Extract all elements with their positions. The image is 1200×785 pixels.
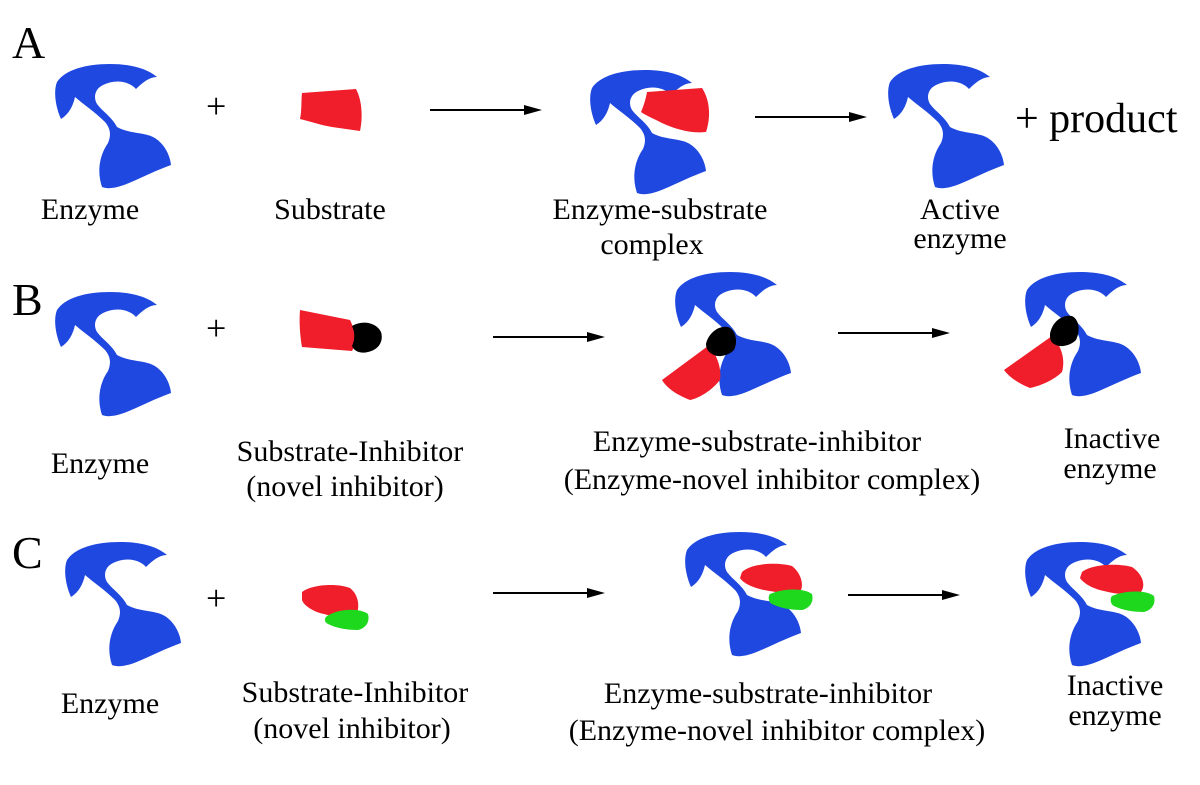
enzyme-label: Enzyme <box>51 447 149 480</box>
plus-sign: + <box>206 578 226 618</box>
panel-b-letter: B <box>12 274 43 325</box>
result-label-line-1: Inactive <box>1067 669 1164 702</box>
panel-c: C + Enzyme Substrate-Inhibitor (novel in… <box>12 527 1163 747</box>
green-inhibitor-icon <box>324 609 369 630</box>
substrate-label: Substrate <box>274 193 386 226</box>
arrow-icon <box>492 331 606 343</box>
complex-label-line-2: (Enzyme-novel inhibitor complex) <box>569 714 986 747</box>
substrate-icon <box>299 310 355 351</box>
enzyme-icon <box>55 292 171 417</box>
reagent-label-line-1: Substrate-Inhibitor <box>242 676 469 709</box>
result-label-line-2: enzyme <box>913 222 1006 255</box>
substrate-icon <box>300 89 362 131</box>
enzyme-label: Enzyme <box>41 193 139 226</box>
panel-b: B + Enzyme Substrate-Inhibitor (novel in… <box>12 272 1160 503</box>
enzyme-icon <box>55 64 171 189</box>
complex-label-line-1: Enzyme-substrate-inhibitor <box>593 425 921 458</box>
product-label: + product <box>1015 96 1178 142</box>
reagent-label-line-2: (novel inhibitor) <box>246 470 443 503</box>
reagent-label-line-2: (novel inhibitor) <box>253 712 450 745</box>
complex-label-line-1: Enzyme-substrate <box>553 193 768 226</box>
result-label-line-2: enzyme <box>1063 452 1156 485</box>
complex-label-line-2: (Enzyme-novel inhibitor complex) <box>564 463 981 496</box>
black-inhibitor-icon <box>352 322 382 353</box>
panel-a: A + + product Enzyme Substrate Enzyme-su… <box>12 17 1178 261</box>
green-inhibitor-icon <box>768 589 813 610</box>
result-label-line-1: Inactive <box>1064 422 1161 455</box>
arrow-icon <box>847 589 961 601</box>
complex-label-line-1: Enzyme-substrate-inhibitor <box>604 677 932 710</box>
substrate-icon <box>1004 336 1064 388</box>
black-inhibitor-icon <box>1050 315 1079 347</box>
result-label-line-2: enzyme <box>1068 699 1161 732</box>
reagent-label-line-1: Substrate-Inhibitor <box>237 435 464 468</box>
substrate-icon <box>740 563 802 593</box>
arrow-icon <box>837 327 951 339</box>
plus-sign: + <box>206 86 226 126</box>
enzyme-label: Enzyme <box>61 687 159 720</box>
result-label-line-1: Active <box>920 193 1000 226</box>
complex-label-line-2: complex <box>600 228 703 261</box>
substrate-icon <box>662 346 721 400</box>
black-inhibitor-icon <box>706 326 736 357</box>
arrow-icon <box>492 587 606 599</box>
plus-sign: + <box>206 308 226 348</box>
substrate-icon <box>1080 564 1144 595</box>
enzyme-icon <box>65 542 181 667</box>
enzyme-icon <box>590 70 706 195</box>
substrate-icon <box>302 584 359 619</box>
green-inhibitor-icon <box>1110 591 1155 612</box>
panel-c-letter: C <box>12 527 43 578</box>
panel-a-letter: A <box>12 17 45 68</box>
arrow-icon <box>754 111 868 123</box>
enzyme-icon <box>888 64 1004 189</box>
substrate-icon <box>641 88 710 133</box>
arrow-icon <box>429 104 543 116</box>
